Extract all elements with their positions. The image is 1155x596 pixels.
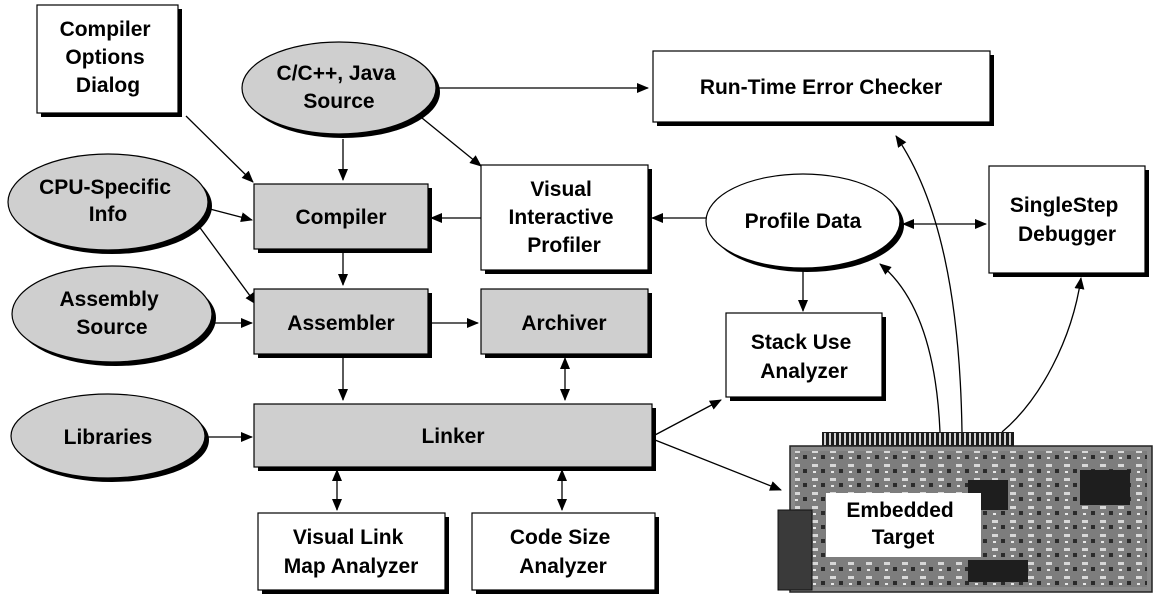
arrow-cpu-to-assembler bbox=[197, 224, 257, 305]
arrow-cpu-to-compiler bbox=[205, 207, 253, 223]
connector-pin bbox=[944, 433, 946, 445]
connector-pin bbox=[919, 433, 921, 445]
connector-pin bbox=[874, 433, 876, 445]
connector-pin bbox=[909, 433, 911, 445]
connector-pin bbox=[934, 433, 936, 445]
linker-node: Linker bbox=[253, 403, 656, 471]
arrow-target-to-runtime bbox=[895, 135, 963, 433]
svg-text:Compiler: Compiler bbox=[295, 206, 386, 229]
connector-pin bbox=[839, 433, 841, 445]
connector-pin bbox=[989, 433, 991, 445]
svg-text:C/C++, Java Source: C/C++, Java Source bbox=[277, 62, 402, 113]
svg-text:Linker: Linker bbox=[421, 425, 484, 448]
svg-text:Assembler: Assembler bbox=[287, 312, 394, 335]
singlestep-debugger-node: SingleStep Debugger bbox=[988, 165, 1149, 277]
arrow-options-to-compiler bbox=[185, 115, 254, 183]
svg-text:Visual Interactive: Visual Interactive Profiler bbox=[509, 178, 620, 257]
connector-pin bbox=[969, 433, 971, 445]
code-size-analyzer-node: Code Size Analyzer bbox=[471, 512, 659, 594]
connector-pin bbox=[869, 433, 871, 445]
embedded-target-board: Embedded Target bbox=[777, 432, 1153, 593]
chip bbox=[968, 560, 1028, 582]
arrow-linker-to-stack bbox=[654, 399, 722, 436]
connector-pin bbox=[904, 433, 906, 445]
svg-text:Compiler Options D: Compiler Options Dialog bbox=[60, 18, 157, 97]
connector-pin bbox=[939, 433, 941, 445]
connector-pin bbox=[849, 433, 851, 445]
visual-link-map-analyzer-node: Visual Link Map Analyzer bbox=[257, 512, 449, 594]
connectors bbox=[185, 83, 1085, 511]
connector-pin bbox=[879, 433, 881, 445]
svg-text:Libraries: Libraries bbox=[64, 426, 153, 449]
svg-text:Code Size Analyzer: Code Size Analyzer bbox=[510, 526, 616, 578]
libraries-node: Libraries bbox=[10, 393, 209, 482]
connector-pin bbox=[974, 433, 976, 445]
chip bbox=[1080, 470, 1130, 505]
connector-pin bbox=[834, 433, 836, 445]
connector-pin bbox=[994, 433, 996, 445]
connector-pin bbox=[864, 433, 866, 445]
archiver-node: Archiver bbox=[480, 288, 652, 358]
source-node: C/C++, Java Source bbox=[241, 41, 440, 138]
connector-pin bbox=[914, 433, 916, 445]
connector-pin bbox=[1004, 433, 1006, 445]
compiler-options-dialog-node: Compiler Options Dialog bbox=[36, 4, 182, 117]
svg-text:Profile Data: Profile Data bbox=[745, 210, 862, 233]
connector-pin bbox=[924, 433, 926, 445]
connector-pin bbox=[824, 433, 826, 445]
connector-pin bbox=[854, 433, 856, 445]
embedded-target-label: Embedded Target bbox=[846, 499, 959, 549]
connector-pin bbox=[954, 433, 956, 445]
svg-text:Archiver: Archiver bbox=[521, 312, 606, 335]
arrow-target-to-debugger bbox=[1001, 277, 1085, 433]
connector-pin bbox=[894, 433, 896, 445]
svg-text:Stack Use Analyzer: Stack Use Analyzer bbox=[751, 331, 857, 383]
arrow-target-to-profiledata bbox=[879, 263, 941, 433]
target-label-box bbox=[826, 493, 981, 557]
svg-text:CPU-Specific Info: CPU-Specific Info bbox=[39, 176, 177, 226]
connector-pin bbox=[984, 433, 986, 445]
svg-text:Run-Time Error Checker: Run-Time Error Checker bbox=[700, 76, 942, 99]
connector-pin bbox=[844, 433, 846, 445]
connector-pin bbox=[979, 433, 981, 445]
stack-use-analyzer-node: Stack Use Analyzer bbox=[725, 312, 886, 401]
svg-text:SingleStep Debugger: SingleStep Debugger bbox=[1010, 194, 1124, 246]
connector-pin bbox=[829, 433, 831, 445]
profile-data-node: Profile Data bbox=[705, 173, 904, 272]
compiler-node: Compiler bbox=[253, 183, 432, 253]
assembler-node: Assembler bbox=[253, 288, 432, 358]
arrow-source-to-profiler bbox=[421, 117, 482, 167]
connector-pin bbox=[899, 433, 901, 445]
assembly-source-node: Assembly Source bbox=[11, 265, 216, 366]
serial-port bbox=[777, 509, 813, 591]
connector-pin bbox=[964, 433, 966, 445]
connector-pin bbox=[949, 433, 951, 445]
arrow-linker-to-target bbox=[654, 439, 782, 491]
svg-text:Visual Link Map Analyzer: Visual Link Map Analyzer bbox=[284, 526, 419, 578]
visual-interactive-profiler-node: Visual Interactive Profiler bbox=[480, 164, 652, 274]
connector-pin bbox=[1009, 433, 1011, 445]
connector-pin bbox=[884, 433, 886, 445]
connector-pin bbox=[929, 433, 931, 445]
runtime-error-checker-node: Run-Time Error Checker bbox=[652, 50, 994, 126]
connector-pin bbox=[999, 433, 1001, 445]
cpu-specific-info-node: CPU-Specific Info bbox=[7, 153, 212, 254]
connector-pin bbox=[859, 433, 861, 445]
connector-pin bbox=[889, 433, 891, 445]
svg-text:Assembly Source: Assembly Source bbox=[59, 288, 164, 339]
connector-pin bbox=[959, 433, 961, 445]
